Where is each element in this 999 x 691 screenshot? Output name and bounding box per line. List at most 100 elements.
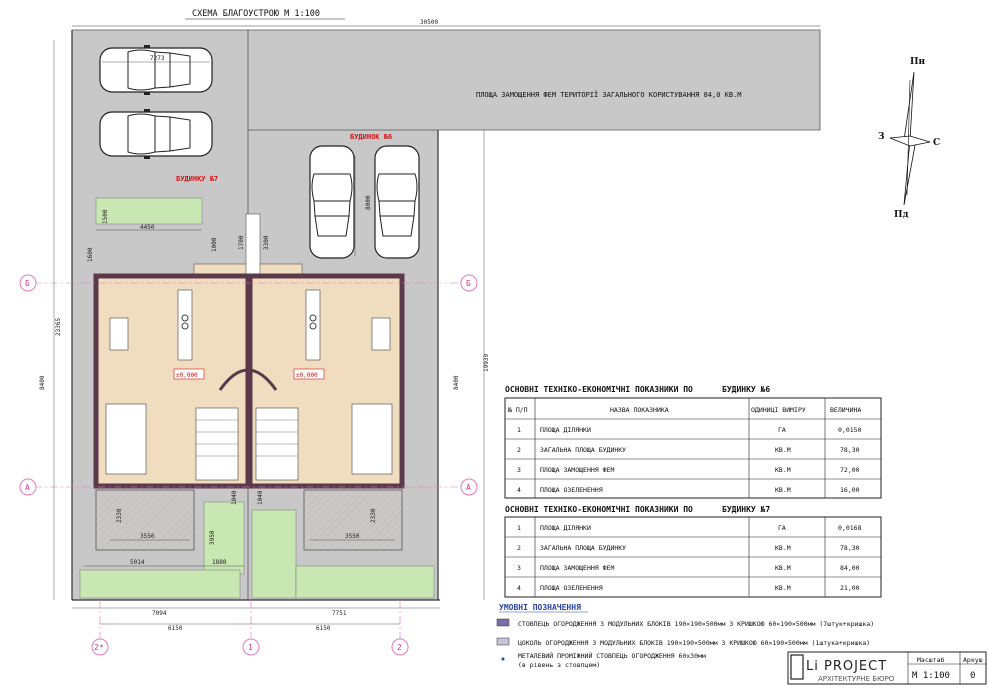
table7: 1 ПЛОЩА ДІЛЯНКИ ГА 0,0168 2 ЗАГАЛЬНА ПЛО… (504, 516, 882, 598)
lawn-bottom-center (203, 501, 245, 575)
table6-cell: КВ.М (775, 446, 791, 454)
car-parking-2 (99, 108, 213, 160)
car-parking-3 (309, 145, 355, 259)
table6-cell: 78,30 (840, 446, 860, 454)
table6-cell: КВ.М (775, 466, 791, 474)
lawn-top-left (95, 197, 203, 225)
dim-1040-left: 1040 (231, 490, 238, 505)
dining-table-right (371, 317, 391, 351)
legend-item-2: ЦОКОЛЬ ОГОРОДЖЕННЯ З МОДУЛЬНИХ БЛОКІВ 19… (518, 639, 870, 647)
dim-1040-right: 1040 (257, 490, 264, 505)
table7-cell: ПЛОЩА ОЗЕЛЕНЕННЯ (540, 584, 603, 592)
car-parking-1 (99, 44, 213, 96)
legend-swatch-post (496, 618, 510, 627)
dim-8000: 8000 (365, 195, 372, 210)
compass-south: Пд (894, 210, 909, 220)
table7-cell: 84,00 (840, 564, 860, 572)
dim-2330-right: 2330 (370, 508, 377, 523)
title-block: Li PROJECT АРХІТЕКТУРНЕ БЮРО Масштаб Арк… (787, 651, 987, 685)
table7-title-house: БУДИНКУ №7 (722, 505, 770, 514)
stamp-scale-label: Масштаб (917, 656, 944, 664)
table7-cell: КВ.М (775, 584, 791, 592)
lawn-bottom-far-right (295, 565, 435, 599)
sofa-left (105, 403, 147, 475)
stamp-scale-value: М 1:100 (912, 671, 950, 681)
table6-cell: ПЛОЩА ЗАМОЩЕННЯ ФЕМ (540, 466, 614, 474)
dim-1600: 1600 (87, 247, 94, 262)
table7-title: ОСНОВНІ ТЕХНІКО-ЕКОНОМІЧНІ ПОКАЗНИКИ ПО (505, 505, 693, 514)
axis-b-left: Б (25, 279, 30, 288)
north-arrow-icon (889, 71, 931, 206)
table6-cell: ПЛОЩА ОЗЕЛЕНЕННЯ (540, 486, 603, 494)
table6-cell: 2 (517, 446, 521, 454)
dim-8400-left: 8400 (39, 375, 46, 390)
axis-b-right: Б (466, 279, 471, 288)
terrace-right (303, 489, 403, 551)
table6-header-no: № П/П (508, 406, 528, 414)
table7-cell: ЗАГАЛЬНА ПЛОЩА БУДИНКУ (540, 544, 626, 552)
paved-area-common (248, 30, 820, 130)
dim-7094: 7094 (152, 610, 167, 617)
compass-east: С (933, 138, 940, 148)
drawing-title: СХЕМА БЛАГОУСТРОЮ М 1:100 (192, 9, 320, 19)
table6-header-name: НАЗВА ПОКАЗНИКА (610, 406, 669, 414)
legend-item-1: СТОВПЕЦЬ ОГОРОДЖЕННЯ З МОДУЛЬНИХ БЛОКІВ … (518, 620, 874, 628)
axis-2-star: 2* (94, 643, 104, 652)
sofa-right (351, 403, 393, 475)
table6-cell: КВ.М (775, 486, 791, 494)
dim-5014: 5014 (130, 559, 145, 566)
table7-cell: 0,0168 (838, 524, 862, 532)
dining-table-left (109, 317, 129, 351)
paved-area-label: ПЛОЩА ЗАМОЩЕННЯ ФЕМ ТЕРИТОРІЇ ЗАГАЛЬНОГО… (476, 90, 742, 99)
axis-2: 2 (397, 643, 402, 652)
table7-cell: 1 (517, 524, 521, 532)
dim-3550-right: 3550 (345, 533, 360, 540)
table7-cell: 21,00 (840, 584, 860, 592)
car-parking-4 (374, 145, 420, 259)
dim-3950: 3950 (209, 530, 216, 545)
table6-cell: 0,0150 (838, 426, 862, 434)
company-logo: Li PROJECT (806, 659, 887, 674)
table6-header-unit: ОДИНИЦІ ВИМІРУ (751, 406, 806, 414)
compass-west: З (878, 132, 885, 142)
dim-car: 7273 (150, 55, 165, 62)
legend-title: УМОВНІ ПОЗНАЧЕННЯ (499, 603, 581, 612)
company-logo-icon (790, 654, 804, 680)
dim-8400-right: 8400 (453, 375, 460, 390)
table7-cell: ГА (778, 524, 786, 532)
table6: № П/П НАЗВА ПОКАЗНИКА ОДИНИЦІ ВИМІРУ ВЕЛ… (504, 397, 882, 499)
table6-cell: 72,00 (840, 466, 860, 474)
table6-cell: ГА (778, 426, 786, 434)
table7-cell: ПЛОЩА ДІЛЯНКИ (540, 524, 591, 532)
table6-title-house: БУДИНКУ №6 (722, 385, 770, 394)
axis-a-right: А (466, 483, 471, 492)
stamp-sheet-label: Аркуш (963, 656, 983, 664)
entry-path (245, 213, 261, 275)
legend-item-3a: МЕТАЛЕВИЙ ПРОМІЖНИЙ СТОВПЕЦЬ ОГОРОДЖЕННЯ… (518, 651, 706, 660)
lawn-bottom-left (79, 569, 241, 599)
table6-title: ОСНОВНІ ТЕХНІКО-ЕКОНОМІЧНІ ПОКАЗНИКИ ПО (505, 385, 693, 394)
table7-cell: 2 (517, 544, 521, 552)
house7-label: БУДИНКУ №7 (176, 175, 218, 183)
table7-cell: КВ.М (775, 564, 791, 572)
table6-header-value: ВЕЛИЧИНА (830, 406, 861, 414)
company-subtitle: АРХІТЕКТУРНЕ БЮРО (818, 675, 895, 683)
legend-swatch-plinth (496, 637, 510, 646)
dim-3550-left: 3550 (140, 533, 155, 540)
dim-6150-left: 6150 (168, 625, 183, 632)
axis-a-left: А (25, 483, 30, 492)
level-mark-right: ±0,000 (296, 372, 318, 379)
house6-label: БУДИНОК №6 (350, 133, 392, 141)
terrace-left (95, 489, 195, 551)
table6-cell: ЗАГАЛЬНА ПЛОЩА БУДИНКУ (540, 446, 626, 454)
table6-cell: 4 (517, 486, 521, 494)
table7-cell: КВ.М (775, 544, 791, 552)
legend-item-3b: (в рівень з стовпцем) (518, 661, 600, 669)
dim-1500: 1500 (102, 209, 109, 224)
level-mark-left: ±0,000 (176, 372, 198, 379)
dim-4450: 4450 (140, 224, 155, 231)
compass-north: Пн (910, 57, 925, 67)
dim-19939: 19939 (483, 354, 490, 372)
table7-cell: 4 (517, 584, 521, 592)
